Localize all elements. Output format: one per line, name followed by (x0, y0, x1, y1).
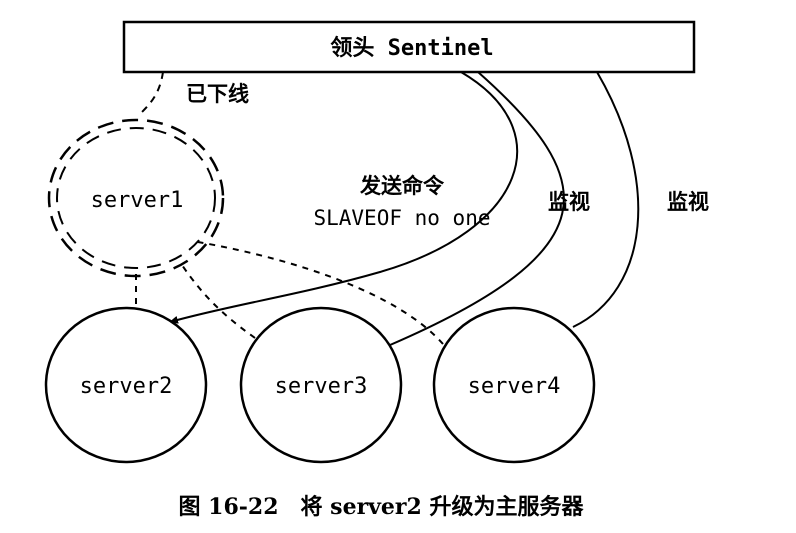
server1-label: server1 (91, 188, 184, 213)
monitor-link-server4 (572, 71, 640, 328)
server2-label: server2 (80, 374, 173, 399)
server4-node: server4 (432, 306, 596, 464)
server3-node: server3 (239, 306, 403, 464)
command-label-line1: 发送命令 (359, 174, 445, 198)
replication-link-server4-server1 (197, 241, 444, 345)
replication-link-server3-server1 (179, 261, 256, 339)
server1-node: server1 (47, 118, 225, 278)
server1-inner-ring (56, 127, 216, 269)
server4-label: server4 (468, 374, 561, 399)
server2-node: server2 (44, 306, 208, 464)
monitor-link-server3 (389, 71, 565, 346)
monitor-label-server3: 监视 (548, 190, 590, 214)
server1-outer-ring (47, 118, 225, 278)
monitor-label-server4: 监视 (667, 190, 709, 214)
server3-circle (239, 306, 403, 464)
figure-caption: 图 16-22 将 server2 升级为主服务器 (179, 494, 585, 520)
leader-sentinel-box (122, 20, 696, 74)
server4-circle (432, 306, 596, 464)
offline-link (141, 71, 164, 113)
leader-sentinel-label: 领头 Sentinel (330, 35, 493, 61)
command-arrow (169, 71, 519, 324)
server3-label: server3 (275, 374, 368, 399)
leader-sentinel-node: 领头 Sentinel (122, 20, 696, 74)
command-label-line2: SLAVEOF no one (313, 206, 490, 230)
server2-circle (44, 306, 208, 464)
offline-label: 已下线 (186, 82, 249, 106)
